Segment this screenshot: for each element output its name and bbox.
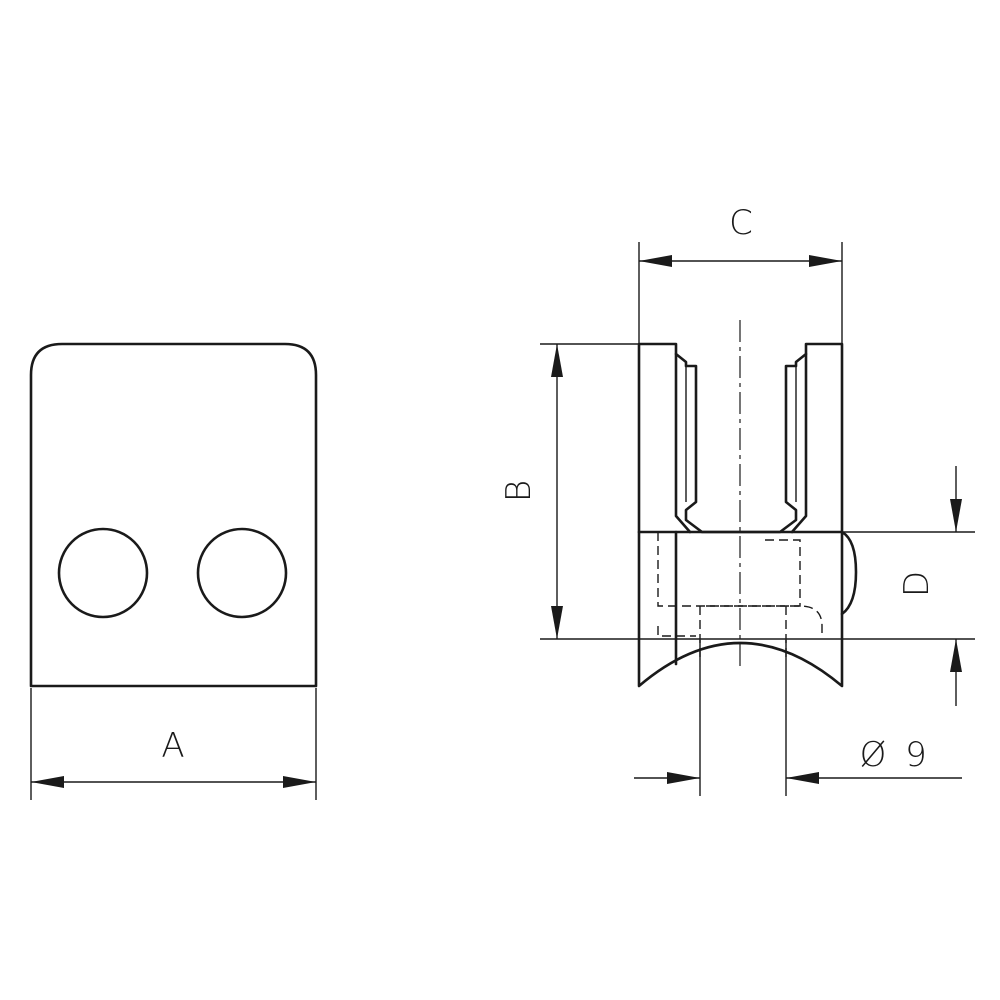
dimension-c: C	[638, 203, 843, 344]
diameter-symbol: Ø	[860, 735, 887, 775]
mounting-hole-right	[196, 527, 288, 619]
dimension-diameter: Ø 9	[634, 640, 962, 796]
dimension-d: D	[842, 466, 975, 706]
diameter-value: 9	[905, 735, 927, 775]
dimension-label-a: A	[161, 726, 184, 766]
side-view-outline	[637, 342, 844, 688]
dimension-label-b: B	[499, 480, 539, 502]
set-screw	[840, 530, 858, 616]
side-view	[637, 320, 858, 688]
front-view-outline	[29, 342, 318, 688]
dimension-b: B	[499, 343, 975, 640]
front-view	[29, 342, 318, 688]
dimension-label-d: D	[897, 571, 937, 597]
dimension-a: A	[30, 688, 317, 800]
dimension-label-c: C	[729, 203, 753, 243]
mounting-hole-left	[57, 527, 149, 619]
